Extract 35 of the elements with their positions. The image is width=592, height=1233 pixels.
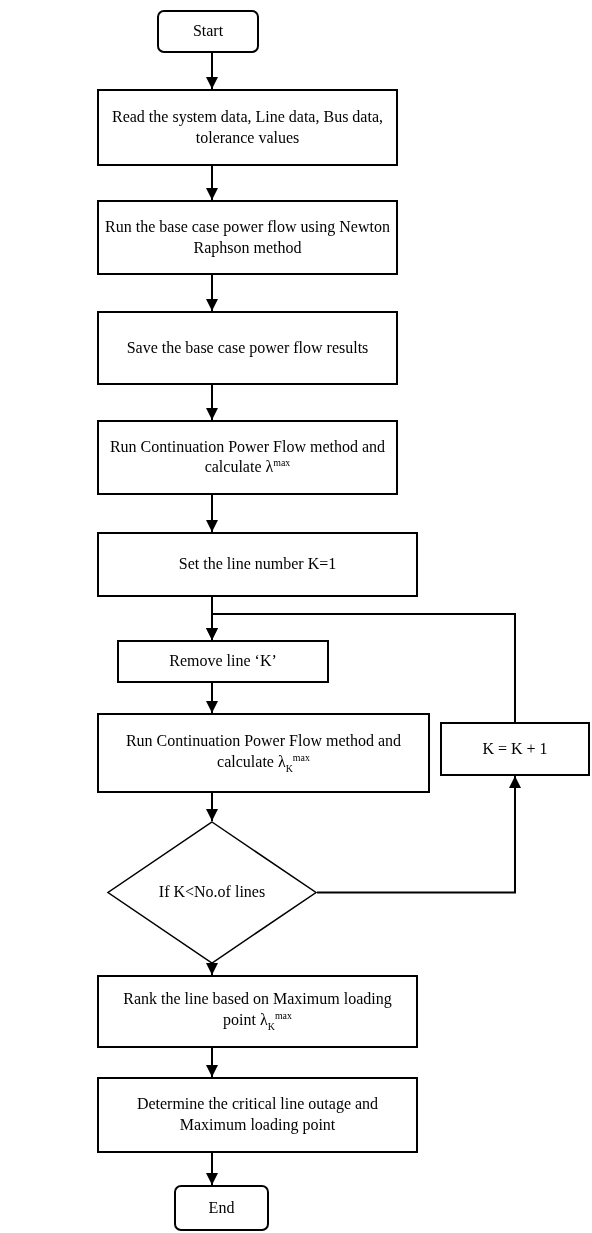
process-box: [440, 722, 590, 776]
step-text: Set the line number K=1: [177, 554, 338, 575]
process-box: [97, 420, 398, 495]
step-text: End: [207, 1197, 236, 1218]
arrow: [206, 613, 516, 723]
terminal-box: [174, 1185, 269, 1231]
step-text: Read the system data, Line data, Bus data, tolerance values: [111, 106, 384, 148]
arrow: [206, 494, 218, 533]
process-box: [117, 640, 329, 683]
arrow: [206, 384, 218, 421]
process-box: [97, 89, 398, 166]
arrow: [206, 1047, 218, 1078]
step-text: Save the base case power flow results: [125, 337, 370, 359]
step-text: Start: [191, 21, 225, 42]
step-text: Remove line ‘K’: [168, 651, 278, 672]
step-text: If K<No.of lines: [157, 882, 267, 903]
arrow: [206, 274, 218, 312]
arrow: [206, 1152, 218, 1186]
terminal-box: [157, 10, 259, 53]
arrow: [206, 682, 218, 714]
process-box: [97, 532, 418, 597]
arrow: [316, 775, 521, 894]
arrow: [206, 792, 218, 822]
process-box: [97, 311, 398, 385]
process-box: [97, 1077, 418, 1153]
step-text: K = K + 1: [481, 738, 549, 759]
process-box: [97, 200, 398, 275]
arrow: [206, 963, 218, 976]
process-box: [97, 713, 430, 793]
step-text: Run Continuation Power Flow method and calculate λ$^{max}$: [108, 436, 387, 478]
step-text: Determine the critical line outage and Maximum loading point: [135, 1094, 380, 1136]
arrow: [206, 52, 218, 90]
process-box: [97, 975, 418, 1048]
arrow: [206, 165, 218, 201]
step-text: Run the base case power flow using Newton Raphson method: [104, 216, 391, 259]
